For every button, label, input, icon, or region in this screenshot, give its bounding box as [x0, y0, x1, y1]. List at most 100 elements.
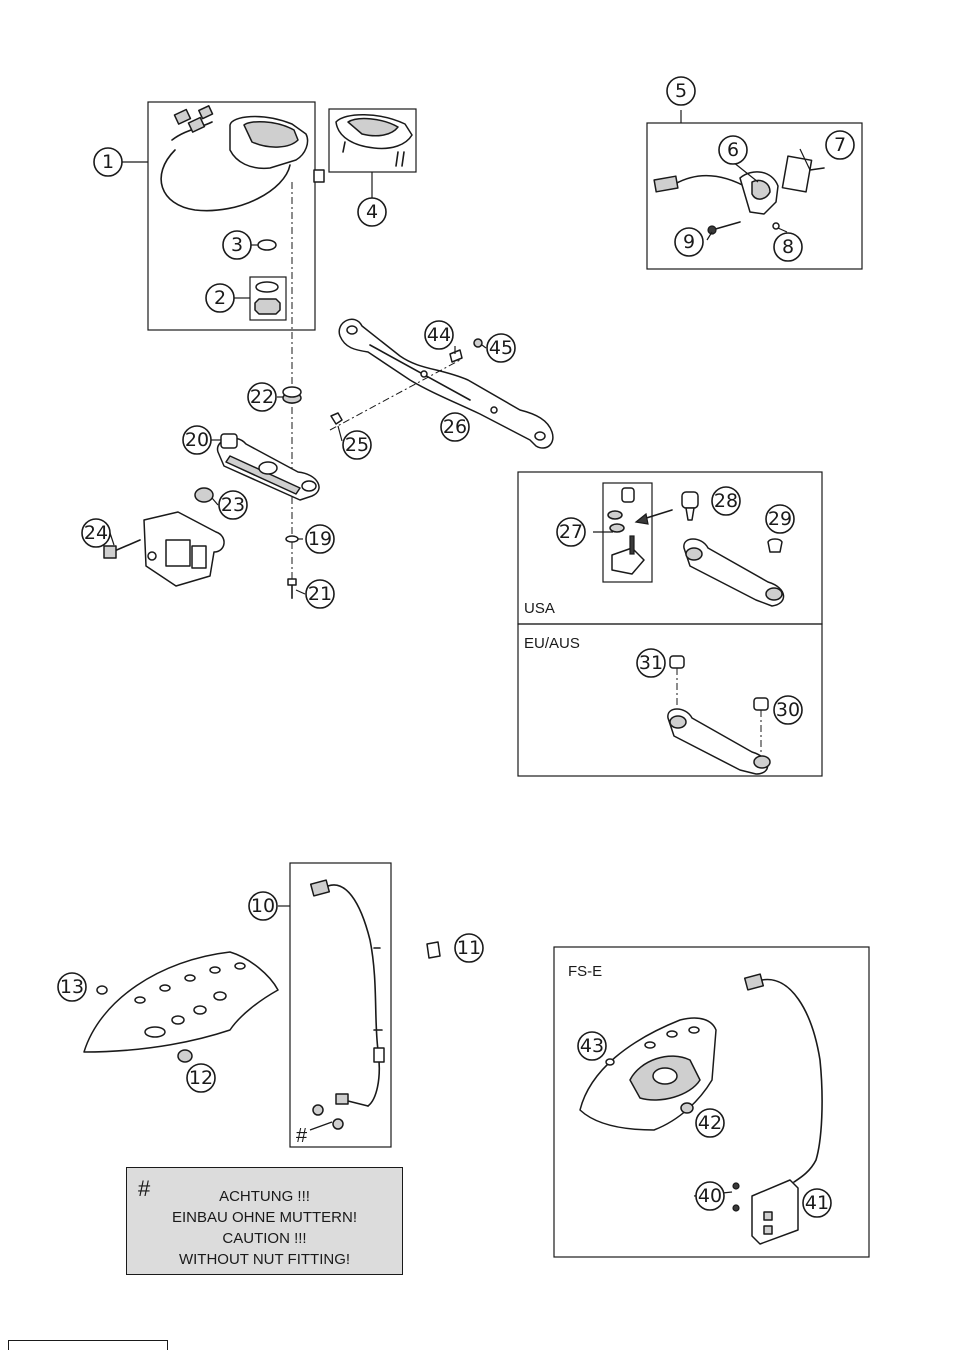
svg-text:8: 8 [782, 236, 794, 258]
svg-text:27: 27 [559, 521, 583, 543]
usa-detail-parts [607, 487, 785, 607]
variant-label-eu-aus: EU/AUS [524, 635, 580, 652]
svg-text:31: 31 [639, 652, 663, 674]
callout-41[interactable]: 41 [802, 1188, 832, 1218]
washer [285, 535, 299, 543]
svg-text:19: 19 [308, 528, 332, 550]
callout-30[interactable]: 30 [773, 695, 803, 725]
callout-10[interactable]: 10 [248, 891, 278, 921]
callout-9[interactable]: 9 [674, 227, 704, 257]
fs-e-brake-disc [579, 1017, 717, 1131]
callout-21[interactable]: 21 [305, 579, 335, 609]
bushing [330, 412, 343, 425]
callout-43[interactable]: 43 [577, 1031, 607, 1061]
knurled-nut [254, 298, 281, 315]
svg-text:13: 13 [60, 976, 84, 998]
eu-aus-variant-box [517, 623, 823, 777]
svg-text:40: 40 [698, 1185, 722, 1207]
svg-text:30: 30 [776, 699, 800, 721]
mounting-plate [103, 511, 225, 587]
fs-e-disc-nut [680, 1102, 694, 1114]
callout-24[interactable]: 24 [81, 518, 111, 548]
svg-text:2: 2 [214, 287, 226, 309]
svg-text:21: 21 [308, 583, 332, 605]
snap-ring [96, 985, 108, 995]
svg-text:44: 44 [427, 324, 451, 346]
warning-line-4: WITHOUT NUT FITTING! [178, 1251, 351, 1268]
disc-nut [177, 1049, 193, 1063]
callout-13[interactable]: 13 [57, 972, 87, 1002]
fs-e-speed-sensor [732, 973, 823, 1245]
svg-text:7: 7 [834, 134, 846, 156]
svg-text:22: 22 [250, 386, 274, 408]
document-reference-frame [8, 1340, 168, 1350]
svg-text:11: 11 [457, 937, 481, 959]
speedometer-holder-bracket [338, 318, 554, 449]
callout-23[interactable]: 23 [218, 490, 248, 520]
warning-text: ACHTUNG !!! EINBAU OHNE MUTTERN! CAUTION… [127, 1186, 402, 1270]
svg-text:5: 5 [675, 80, 687, 102]
callout-22[interactable]: 22 [247, 382, 277, 412]
callout-27[interactable]: 27 [556, 517, 586, 547]
brake-disc [83, 951, 279, 1053]
callout-40[interactable]: 40 [695, 1181, 725, 1211]
speedometer-group-box [147, 101, 316, 331]
callout-42[interactable]: 42 [695, 1108, 725, 1138]
svg-text:12: 12 [189, 1067, 213, 1089]
handlebar-clamp [216, 433, 320, 501]
fs-e-variant-box [553, 946, 870, 1258]
svg-text:10: 10 [251, 895, 275, 917]
svg-text:9: 9 [683, 231, 695, 253]
spacer-sleeve [449, 349, 463, 363]
callout-2[interactable]: 2 [205, 283, 235, 313]
svg-text:24: 24 [84, 522, 108, 544]
svg-text:3: 3 [231, 234, 243, 256]
callout-26[interactable]: 26 [440, 412, 470, 442]
callout-8[interactable]: 8 [773, 232, 803, 262]
callout-20[interactable]: 20 [182, 425, 212, 455]
variant-label-usa: USA [524, 600, 555, 617]
callout-28[interactable]: 28 [711, 486, 741, 516]
svg-text:4: 4 [366, 201, 378, 223]
callout-6[interactable]: 6 [718, 135, 748, 165]
callouts: 1 2 3 4 5 6 7 8 9 10 11 12 13 19 20 21 2… [57, 76, 855, 1218]
svg-text:41: 41 [805, 1192, 829, 1214]
callout-44[interactable]: 44 [424, 320, 454, 350]
damper-bushing [194, 487, 214, 503]
svg-text:45: 45 [489, 337, 513, 359]
sensor-group-box [646, 122, 863, 270]
callout-3[interactable]: 3 [222, 230, 252, 260]
callout-31[interactable]: 31 [636, 648, 666, 678]
svg-text:20: 20 [185, 429, 209, 451]
svg-text:29: 29 [768, 508, 792, 530]
callout-11[interactable]: 11 [454, 933, 484, 963]
callout-29[interactable]: 29 [765, 504, 795, 534]
wheel-speed-sensor-box [289, 862, 392, 1148]
cable-clip [426, 941, 441, 959]
fs-e-snap-ring [605, 1058, 615, 1066]
svg-text:28: 28 [714, 490, 738, 512]
holder-nut [473, 338, 483, 348]
callout-1[interactable]: 1 [93, 147, 123, 177]
wheel-speed-sensor [309, 879, 385, 1131]
warning-line-2: EINBAU OHNE MUTTERN! [171, 1209, 357, 1226]
callout-19[interactable]: 19 [305, 524, 335, 554]
callout-7[interactable]: 7 [825, 130, 855, 160]
callout-12[interactable]: 12 [186, 1063, 216, 1093]
warning-line-1: ACHTUNG !!! [219, 1188, 310, 1205]
seal-ring [255, 281, 279, 293]
warning-symbol: # [138, 1176, 151, 1201]
svg-text:1: 1 [102, 151, 114, 173]
callout-5[interactable]: 5 [666, 76, 696, 106]
callout-45[interactable]: 45 [486, 333, 516, 363]
callout-4[interactable]: 4 [357, 197, 387, 227]
speed-sensor-assembly [653, 155, 825, 235]
warning-note: # ACHTUNG !!! EINBAU OHNE MUTTERN! CAUTI… [126, 1167, 403, 1275]
svg-text:25: 25 [345, 434, 369, 456]
callout-25[interactable]: 25 [342, 430, 372, 460]
svg-text:6: 6 [727, 139, 739, 161]
warning-line-3: CAUTION !!! [222, 1230, 307, 1247]
rubber-damper [282, 386, 302, 404]
svg-text:42: 42 [698, 1112, 722, 1134]
